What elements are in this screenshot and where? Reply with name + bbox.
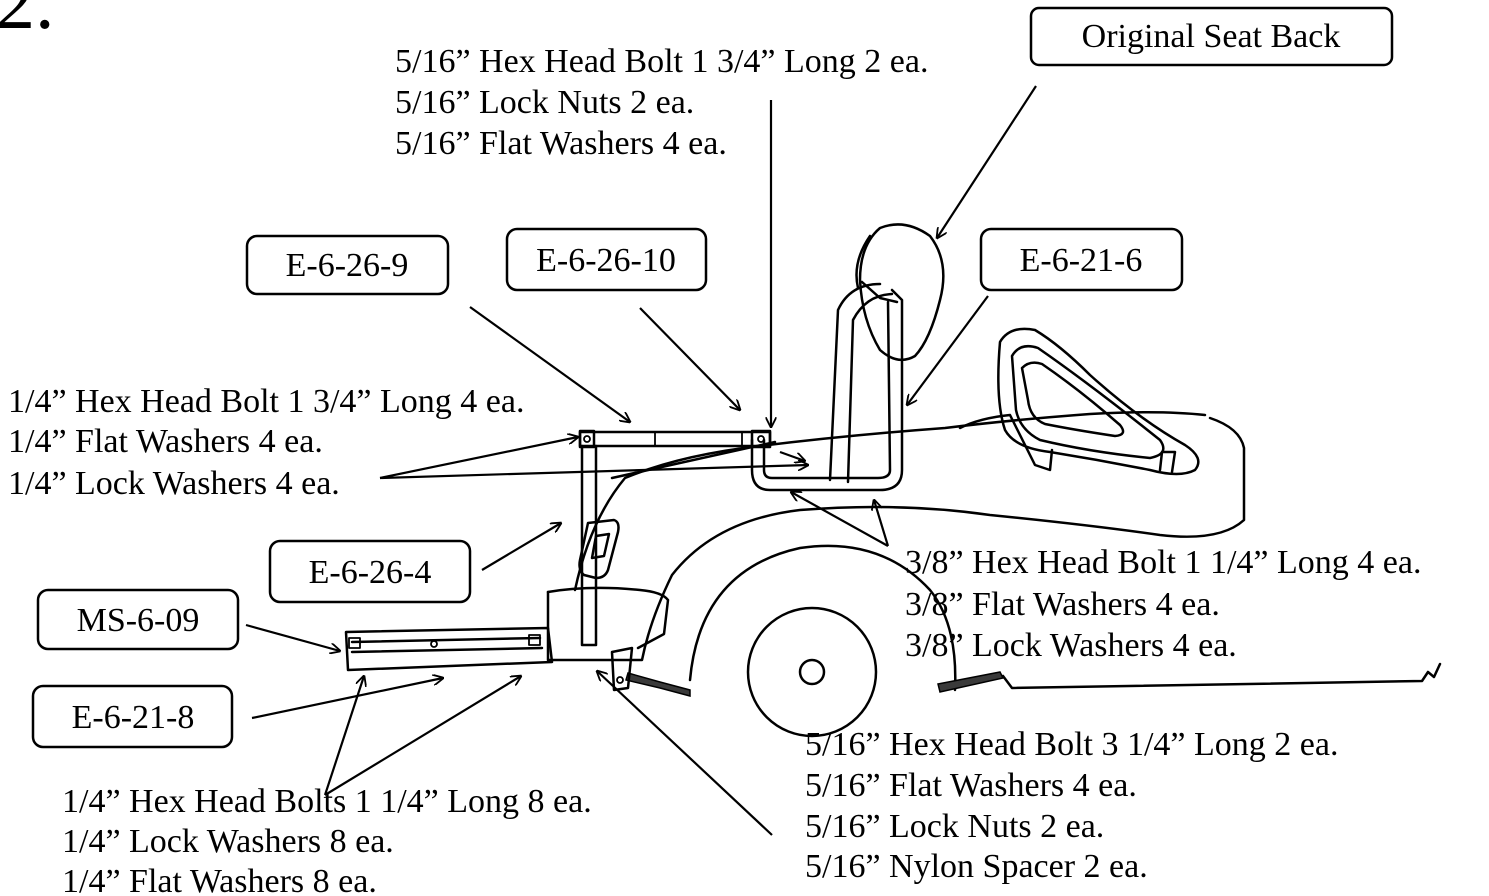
label-e-6-21-6: E-6-21-6	[1020, 242, 1143, 279]
hardware-line: 5/16” Lock Nuts 2 ea.	[805, 808, 1104, 845]
hardware-line: 5/16” Lock Nuts 2 ea.	[395, 84, 694, 121]
part-label-e-6-21-8: E-6-21-8	[31, 684, 234, 749]
part-label-e-6-21-6: E-6-21-6	[979, 227, 1184, 292]
hardware-line: 1/4” Hex Head Bolts 1 1/4” Long 8 ea.	[62, 783, 592, 820]
hardware-line: 1/4” Lock Washers 4 ea.	[8, 465, 340, 502]
hardware-line: 5/16” Flat Washers 4 ea.	[395, 125, 727, 162]
hardware-line: 3/8” Lock Washers 4 ea.	[905, 627, 1237, 664]
hardware-list-right-middle: 3/8” Hex Head Bolt 1 1/4” Long 4 ea. 3/8…	[905, 544, 1421, 664]
label-e-6-26-9: E-6-26-9	[286, 247, 409, 284]
hardware-list-right-lower: 5/16” Hex Head Bolt 3 1/4” Long 2 ea. 5/…	[805, 726, 1338, 885]
step-number: 2.	[0, 0, 55, 45]
hardware-line: 1/4” Hex Head Bolt 1 3/4” Long 4 ea.	[8, 383, 524, 420]
label-e-6-26-10: E-6-26-10	[536, 242, 676, 279]
hardware-list-bottom-left: 1/4” Hex Head Bolts 1 1/4” Long 8 ea. 1/…	[62, 783, 592, 896]
leader-lines	[245, 85, 1037, 836]
golf-cart-body-drawing	[344, 223, 1442, 738]
label-original-seat-back: Original Seat Back	[1082, 18, 1341, 55]
hardware-line: 1/4” Lock Washers 8 ea.	[62, 823, 394, 860]
hardware-line: 3/8” Hex Head Bolt 1 1/4” Long 4 ea.	[905, 544, 1421, 581]
hardware-line: 5/16” Flat Washers 4 ea.	[805, 767, 1137, 804]
label-e-6-21-8: E-6-21-8	[72, 699, 195, 736]
part-label-e-6-26-9: E-6-26-9	[245, 234, 450, 296]
part-label-ms-6-09: MS-6-09	[36, 588, 240, 651]
hardware-line: 1/4” Flat Washers 8 ea.	[62, 863, 377, 896]
hardware-list-left-upper: 1/4” Hex Head Bolt 1 3/4” Long 4 ea. 1/4…	[8, 383, 524, 502]
part-label-e-6-26-10: E-6-26-10	[505, 227, 708, 292]
hardware-line: 5/16” Hex Head Bolt 1 3/4” Long 2 ea.	[395, 43, 928, 80]
hardware-list-top-center: 5/16” Hex Head Bolt 1 3/4” Long 2 ea. 5/…	[395, 43, 928, 162]
hardware-line: 5/16” Hex Head Bolt 3 1/4” Long 2 ea.	[805, 726, 1338, 763]
label-ms-6-09: MS-6-09	[77, 602, 200, 639]
part-label-e-6-26-4: E-6-26-4	[268, 539, 472, 604]
hardware-line: 5/16” Nylon Spacer 2 ea.	[805, 848, 1148, 885]
hardware-line: 1/4” Flat Washers 4 ea.	[8, 423, 323, 460]
label-e-6-26-4: E-6-26-4	[309, 554, 432, 591]
part-label-original-seat-back: Original Seat Back	[1029, 6, 1394, 67]
hardware-line: 3/8” Flat Washers 4 ea.	[905, 586, 1220, 623]
